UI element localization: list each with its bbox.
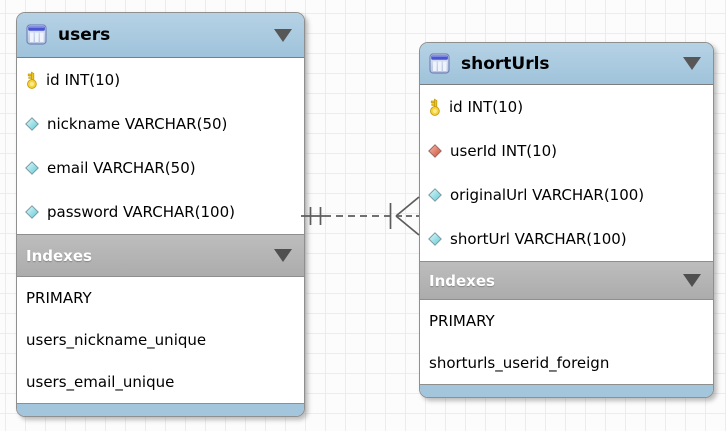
collapse-arrow-icon[interactable]: [274, 249, 292, 262]
column-diamond-icon: [25, 117, 39, 131]
table-title: users: [58, 25, 111, 45]
table-footer: [420, 384, 713, 397]
column-label: nickname VARCHAR(50): [47, 115, 228, 133]
primary-key-icon: [430, 97, 440, 116]
column-row[interactable]: originalUrl VARCHAR(100): [420, 173, 713, 217]
column-row[interactable]: userId INT(10): [420, 129, 713, 173]
column-label: shortUrl VARCHAR(100): [450, 230, 627, 248]
table-shorturls[interactable]: shortUrls id INT(10) userId INT(10) orig: [419, 42, 714, 398]
collapse-arrow-icon[interactable]: [683, 274, 701, 287]
index-row[interactable]: shorturls_userid_foreign: [420, 342, 713, 384]
column-label: id INT(10): [449, 98, 524, 116]
column-label: originalUrl VARCHAR(100): [450, 186, 645, 204]
index-label: users_nickname_unique: [26, 331, 207, 349]
table-icon: [429, 52, 450, 74]
column-row[interactable]: id INT(10): [17, 58, 304, 102]
index-row[interactable]: users_email_unique: [17, 361, 304, 403]
column-label: userId INT(10): [450, 142, 558, 160]
index-row[interactable]: PRIMARY: [17, 277, 304, 319]
collapse-arrow-icon[interactable]: [683, 57, 701, 70]
primary-key-icon: [27, 70, 37, 89]
indexes-section-header[interactable]: Indexes: [17, 234, 304, 277]
column-row[interactable]: password VARCHAR(100): [17, 190, 304, 234]
indexes-section-header[interactable]: Indexes: [420, 261, 713, 300]
index-label: PRIMARY: [429, 312, 495, 330]
index-label: users_email_unique: [26, 373, 175, 391]
table-shorturls-header[interactable]: shortUrls: [420, 43, 713, 85]
column-label: id INT(10): [46, 71, 121, 89]
column-diamond-icon: [25, 161, 39, 175]
column-row[interactable]: nickname VARCHAR(50): [17, 102, 304, 146]
collapse-arrow-icon[interactable]: [274, 28, 292, 42]
table-title: shortUrls: [461, 53, 550, 74]
table-users-columns: id INT(10) nickname VARCHAR(50) email VA…: [17, 58, 304, 234]
column-diamond-icon: [428, 188, 442, 202]
foreign-key-diamond-icon: [428, 144, 442, 158]
table-users[interactable]: users id INT(10) nickname VARCHAR(50) em: [16, 12, 305, 417]
column-row[interactable]: email VARCHAR(50): [17, 146, 304, 190]
indexes-title: Indexes: [429, 271, 495, 290]
relationship-connector-one-to-many[interactable]: [297, 185, 425, 247]
table-users-header[interactable]: users: [17, 13, 304, 58]
table-shorturls-columns: id INT(10) userId INT(10) originalUrl VA…: [420, 85, 713, 261]
column-row[interactable]: shortUrl VARCHAR(100): [420, 217, 713, 261]
table-users-indexes: PRIMARY users_nickname_unique users_emai…: [17, 277, 304, 403]
index-label: shorturls_userid_foreign: [429, 354, 610, 372]
column-label: email VARCHAR(50): [47, 159, 196, 177]
index-row[interactable]: users_nickname_unique: [17, 319, 304, 361]
column-label: password VARCHAR(100): [47, 203, 235, 221]
column-row[interactable]: id INT(10): [420, 85, 713, 129]
table-footer: [17, 403, 304, 416]
column-diamond-icon: [25, 205, 39, 219]
index-label: PRIMARY: [26, 289, 92, 307]
table-shorturls-indexes: PRIMARY shorturls_userid_foreign: [420, 300, 713, 384]
table-icon: [26, 24, 47, 45]
indexes-title: Indexes: [26, 246, 92, 265]
column-diamond-icon: [428, 232, 442, 246]
index-row[interactable]: PRIMARY: [420, 300, 713, 342]
